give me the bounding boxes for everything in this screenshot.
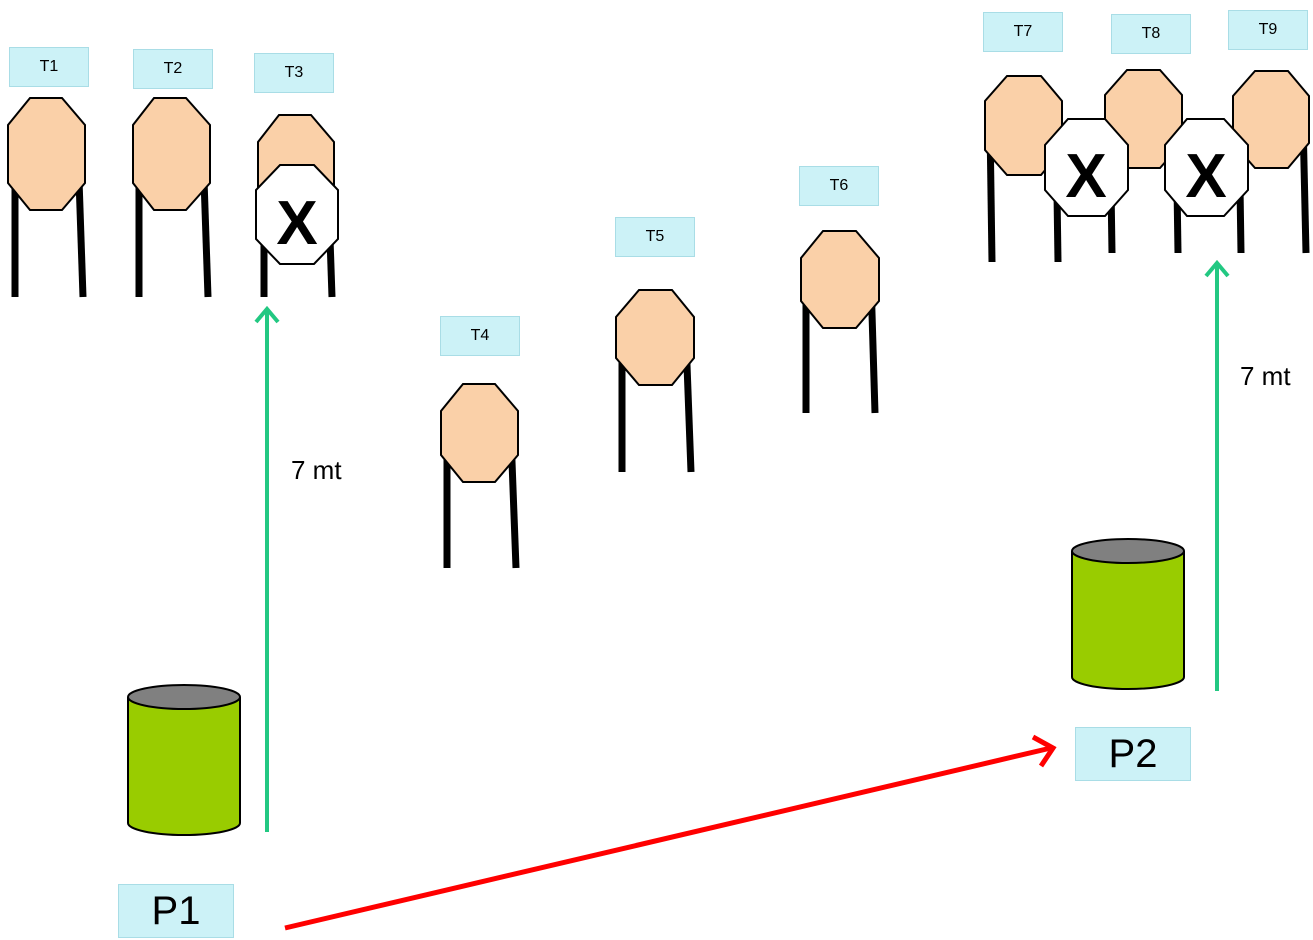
distance-arrow-left (254, 305, 280, 832)
distance-label-left: 7 mt (291, 455, 342, 485)
barrel-p1 (127, 684, 241, 836)
target-t2 (132, 97, 212, 298)
label-t1: T1 (9, 47, 89, 87)
no-shoot-t8-t9: X (1164, 118, 1249, 217)
target-t5 (615, 289, 695, 473)
target-t1 (7, 97, 87, 298)
target-t4 (440, 383, 520, 569)
no-shoot-t7-t8: X (1044, 118, 1129, 217)
no-shoot-x-mark: X (1185, 142, 1226, 211)
position-p1: P1 (118, 884, 234, 938)
label-t8: T8 (1111, 14, 1191, 54)
no-shoot-t3: X (255, 164, 339, 265)
label-t6: T6 (799, 166, 879, 206)
target-t7 (984, 75, 1063, 263)
label-t9: T9 (1228, 10, 1308, 50)
target-t6 (800, 230, 880, 414)
movement-arrow-p1-p2 (284, 734, 1057, 931)
label-t5: T5 (615, 217, 695, 257)
label-t3: T3 (254, 53, 334, 93)
position-p2: P2 (1075, 727, 1191, 781)
no-shoot-x-mark: X (1065, 142, 1106, 211)
label-t2: T2 (133, 49, 213, 89)
label-t4: T4 (440, 316, 520, 356)
barrel-p2 (1071, 538, 1185, 690)
distance-label-right: 7 mt (1240, 361, 1291, 391)
no-shoot-x-mark: X (276, 189, 317, 258)
distance-arrow-right (1204, 259, 1230, 691)
label-t7: T7 (983, 12, 1063, 52)
